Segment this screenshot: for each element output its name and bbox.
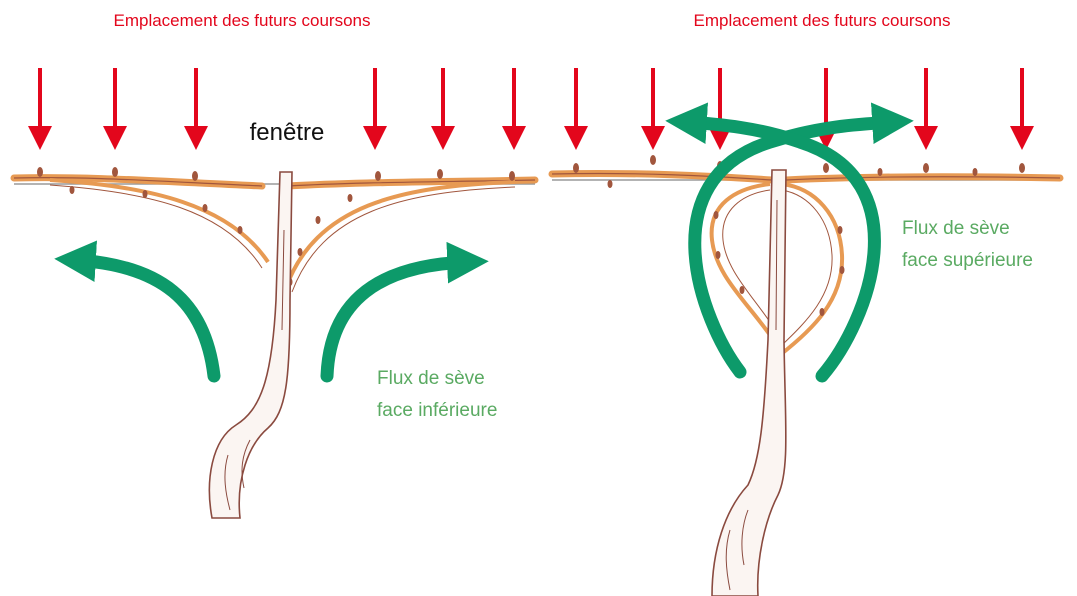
left-flow-arrow-right xyxy=(327,262,468,376)
right-cane-right-inner xyxy=(782,190,832,345)
right-panel: Emplacement des futurs coursons xyxy=(552,11,1060,596)
left-cane-left xyxy=(50,180,268,262)
right-flow-label-line1: Flux de sève xyxy=(902,218,1010,239)
window-label: fenêtre xyxy=(250,119,325,146)
right-title: Emplacement des futurs coursons xyxy=(693,11,950,30)
left-trunk xyxy=(209,172,292,518)
left-title: Emplacement des futurs coursons xyxy=(113,11,370,30)
right-cane-left xyxy=(712,184,770,335)
right-flow-label-line2: face supérieure xyxy=(902,250,1033,271)
left-flow-label-line1: Flux de sève xyxy=(377,368,485,389)
left-panel: Emplacement des futurs coursons xyxy=(14,11,535,518)
right-cane-right xyxy=(780,184,842,355)
left-flow-label-line2: face inférieure xyxy=(377,400,497,421)
left-flow-arrow-left xyxy=(75,260,214,376)
